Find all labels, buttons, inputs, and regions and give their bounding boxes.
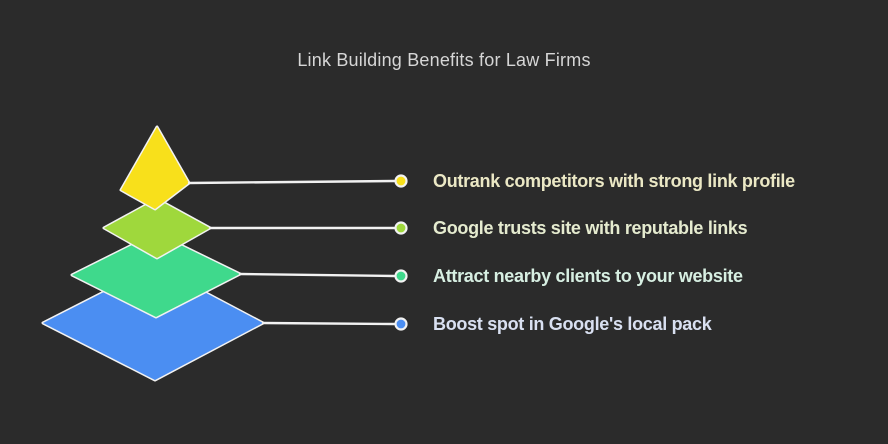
pyramid-level-2-shape [102,197,212,260]
connector-line-3 [238,272,396,278]
connector-line-4 [261,321,396,326]
legend-dot-1 [394,174,408,188]
pyramid-level-3-shape [70,231,242,319]
legend-dot-4 [394,317,408,331]
diagram-title: Link Building Benefits for Law Firms [297,50,590,70]
connector-line-1 [187,179,396,185]
legend-dot-2 [394,221,408,235]
pyramid-level-1-shape [119,125,191,211]
level-2-label: Google trusts site with reputable links [433,218,748,238]
pyramid-level-4-shape [41,264,265,382]
level-1-label: Outrank competitors with strong link pro… [433,171,795,191]
legend-dot-3 [394,269,408,283]
level-3-label: Attract nearby clients to your website [433,266,743,286]
level-4-label: Boost spot in Google's local pack [433,314,713,334]
